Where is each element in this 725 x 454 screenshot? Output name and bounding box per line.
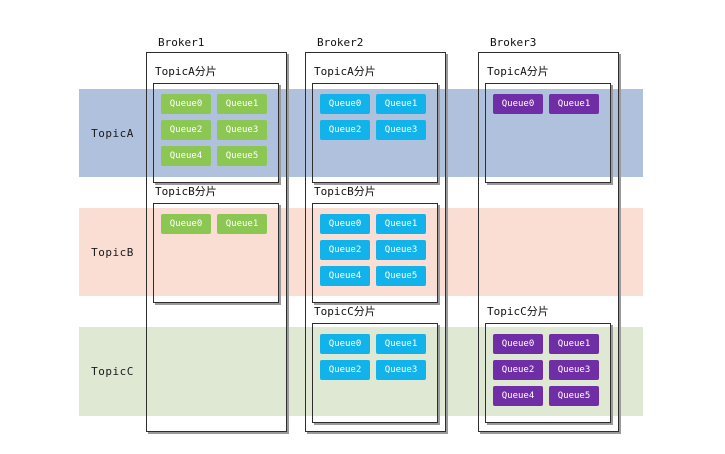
queue-chip: Queue5 xyxy=(549,386,599,406)
queue-chip: Queue2 xyxy=(493,360,543,380)
broker-3-box xyxy=(478,52,619,432)
queue-chip: Queue3 xyxy=(217,120,267,140)
queue-chip: Queue4 xyxy=(320,266,370,286)
broker-3-name: Broker3 xyxy=(490,36,537,49)
shard-box: Queue0 Queue1 xyxy=(153,203,279,303)
queue-chip: Queue2 xyxy=(320,360,370,380)
queue-chip: Queue0 xyxy=(161,214,211,234)
topic-shard: TopicB分片 Queue0 Queue1 xyxy=(153,182,279,303)
queue-chip: Queue3 xyxy=(376,120,426,140)
queue-chip: Queue1 xyxy=(376,94,426,114)
broker-1-box xyxy=(146,52,287,432)
queue-chip: Queue3 xyxy=(549,360,599,380)
queue-chip: Queue1 xyxy=(217,214,267,234)
shard-title: TopicB分片 xyxy=(314,185,376,198)
shard-title: TopicA分片 xyxy=(155,65,217,78)
queue-chip: Queue4 xyxy=(161,146,211,166)
queue-chip: Queue0 xyxy=(320,214,370,234)
broker-2-box xyxy=(305,52,446,432)
queue-chip: Queue1 xyxy=(376,214,426,234)
queue-chip: Queue5 xyxy=(376,266,426,286)
shard-title: TopicC分片 xyxy=(314,305,376,318)
queue-chip: Queue1 xyxy=(376,334,426,354)
shard-title: TopicC分片 xyxy=(487,305,549,318)
queue-chip: Queue2 xyxy=(320,120,370,140)
shard-title: TopicA分片 xyxy=(487,65,549,78)
queue-chip: Queue3 xyxy=(376,360,426,380)
topic-b-label: TopicB xyxy=(91,245,134,259)
queue-chip: Queue3 xyxy=(376,240,426,260)
queue-chip: Queue0 xyxy=(493,94,543,114)
shard-title: TopicB分片 xyxy=(155,185,217,198)
queue-chip: Queue2 xyxy=(161,120,211,140)
queue-chip: Queue5 xyxy=(217,146,267,166)
topic-shard: TopicA分片 Queue0 Queue1 xyxy=(485,62,611,183)
topic-c-label: TopicC xyxy=(91,365,134,378)
shard-box: Queue0 Queue1 xyxy=(485,83,611,183)
queue-chip: Queue0 xyxy=(161,94,211,114)
queue-chip: Queue4 xyxy=(493,386,543,406)
queue-chip: Queue1 xyxy=(549,94,599,114)
broker-1-name: Broker1 xyxy=(158,36,205,49)
queue-chip: Queue1 xyxy=(549,334,599,354)
queue-chip: Queue2 xyxy=(320,240,370,260)
shard-title: TopicA分片 xyxy=(314,65,376,78)
queue-chip: Queue0 xyxy=(320,334,370,354)
broker-2-name: Broker2 xyxy=(317,36,364,49)
queue-chip: Queue1 xyxy=(217,94,267,114)
queue-chip: Queue0 xyxy=(493,334,543,354)
queue-chip: Queue0 xyxy=(320,94,370,114)
topic-a-label: TopicA xyxy=(91,126,134,140)
